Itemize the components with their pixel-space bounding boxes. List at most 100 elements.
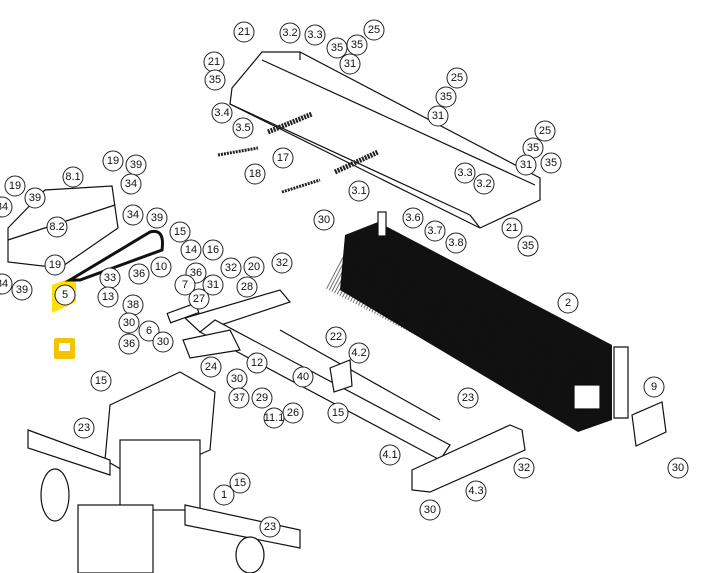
callout-part[interactable]: 30 [152,331,174,353]
callout-part[interactable]: 24 [200,356,222,378]
callout-part[interactable]: 30 [667,457,689,479]
callout-label: 36 [133,268,145,280]
callout-part[interactable]: 15 [169,221,191,243]
callout-part[interactable]: 3.5 [232,117,254,139]
callout-label: 4.1 [382,449,397,461]
callout-part[interactable]: 3.1 [348,180,370,202]
callout-circle [304,24,326,46]
callout-circle [232,117,254,139]
callout-part[interactable]: 35 [540,152,562,174]
callout-part[interactable]: 34 [122,204,144,226]
callout-part[interactable]: 9 [643,376,665,398]
callout-part[interactable]: 34 [120,173,142,195]
callout-part[interactable]: 39 [11,279,33,301]
callout-part[interactable]: 18 [244,163,266,185]
callout-part[interactable]: 26 [282,402,304,424]
callout-part[interactable]: 22 [325,326,347,348]
callout-part[interactable]: 3.8 [445,232,467,254]
callout-part[interactable]: 25 [534,120,556,142]
callout-part[interactable]: 19 [102,150,124,172]
callout-part[interactable]: 23 [259,516,281,538]
callout-part[interactable]: 17 [272,147,294,169]
callout-part[interactable]: 4.1 [379,444,401,466]
callout-part[interactable]: 2 [557,292,579,314]
callout-part[interactable]: 3.3 [454,162,476,184]
callout-part[interactable]: 4.2 [348,342,370,364]
callout-part[interactable]: 10 [150,256,172,278]
callout-part[interactable]: 29 [251,387,273,409]
callout-label: 35 [522,240,534,252]
callout-circle [0,273,13,295]
callout-part[interactable]: 21 [233,21,255,43]
callout-circle [188,288,210,310]
callout-part[interactable]: 7 [174,274,196,296]
callout-part[interactable]: 19 [4,175,26,197]
callout-part[interactable]: 31 [515,154,537,176]
callout-part[interactable]: 35 [435,86,457,108]
callout-part[interactable]: 36 [118,333,140,355]
callout-part[interactable]: 35 [204,69,226,91]
callout-part[interactable]: 33 [99,267,121,289]
callout-part[interactable]: 30 [226,368,248,390]
callout-part[interactable]: 6 [138,320,160,342]
callout-part[interactable]: 15 [229,472,251,494]
callout-part[interactable]: 20 [243,256,265,278]
callout-part[interactable]: 31 [339,53,361,75]
callout-part[interactable]: 15 [327,402,349,424]
callout-part[interactable]: 13 [97,286,119,308]
callout-part[interactable]: 40 [292,366,314,388]
callout-part[interactable]: 32 [271,252,293,274]
callout-part[interactable]: 3.7 [424,220,446,242]
callout-label: 15 [95,375,107,387]
callout-part[interactable]: 3.3 [304,24,326,46]
callout-part[interactable]: 30 [313,209,335,231]
callout-part[interactable]: 3.6 [402,207,424,229]
callout-part[interactable]: 12 [246,352,268,374]
callout-part[interactable]: 38 [122,294,144,316]
callout-label: 25 [539,125,551,137]
callout-part[interactable]: 30 [118,312,140,334]
callout-part[interactable]: 23 [457,387,479,409]
callout-part[interactable]: 16 [202,239,224,261]
callout-label: 30 [672,462,684,474]
callout-part[interactable]: 25 [446,67,468,89]
callout-part[interactable]: 1 [213,484,235,506]
callout-part[interactable]: 8.2 [46,216,68,238]
callout-part[interactable]: 36 [128,263,150,285]
comment-icon[interactable] [54,338,75,359]
callout-part[interactable]: 8.1 [62,166,84,188]
callout-part[interactable]: 4.3 [465,480,487,502]
callout-part[interactable]: 23 [73,417,95,439]
callout-part[interactable]: 19 [44,254,66,276]
callout-part[interactable]: 39 [24,187,46,209]
callout-part[interactable]: 3.2 [473,173,495,195]
callout-part[interactable]: 39 [146,207,168,229]
callout-part[interactable]: 21 [501,217,523,239]
callout-part[interactable]: 32 [513,457,535,479]
callout-part[interactable]: 5 [54,284,76,306]
callout-part[interactable]: 35 [517,235,539,257]
callout-part[interactable]: 11.1 [263,407,285,429]
callout-part[interactable]: 3.2 [279,22,301,44]
callout-part[interactable]: 28 [236,276,258,298]
callout-part[interactable]: 21 [203,51,225,73]
callout-part[interactable]: 27 [188,288,210,310]
callout-part[interactable]: 31 [202,274,224,296]
callout-label: 28 [241,281,253,293]
callout-part[interactable]: 39 [125,154,147,176]
callout-part[interactable]: 31 [427,105,449,127]
callout-part[interactable]: 34 [0,273,13,295]
callout-part[interactable]: 25 [363,19,385,41]
callout-label: 39 [130,159,142,171]
callout-part[interactable]: 30 [419,499,441,521]
callout-part[interactable]: 37 [228,387,250,409]
callout-part[interactable]: 14 [180,239,202,261]
callout-part[interactable]: 32 [220,257,242,279]
callout-circle [363,19,385,41]
callout-part[interactable]: 35 [326,37,348,59]
callout-label: 3.3 [307,29,322,41]
callout-part[interactable]: 35 [346,34,368,56]
callout-part[interactable]: 34 [0,196,13,218]
callout-part[interactable]: 3.4 [211,102,233,124]
callout-part[interactable]: 15 [90,370,112,392]
